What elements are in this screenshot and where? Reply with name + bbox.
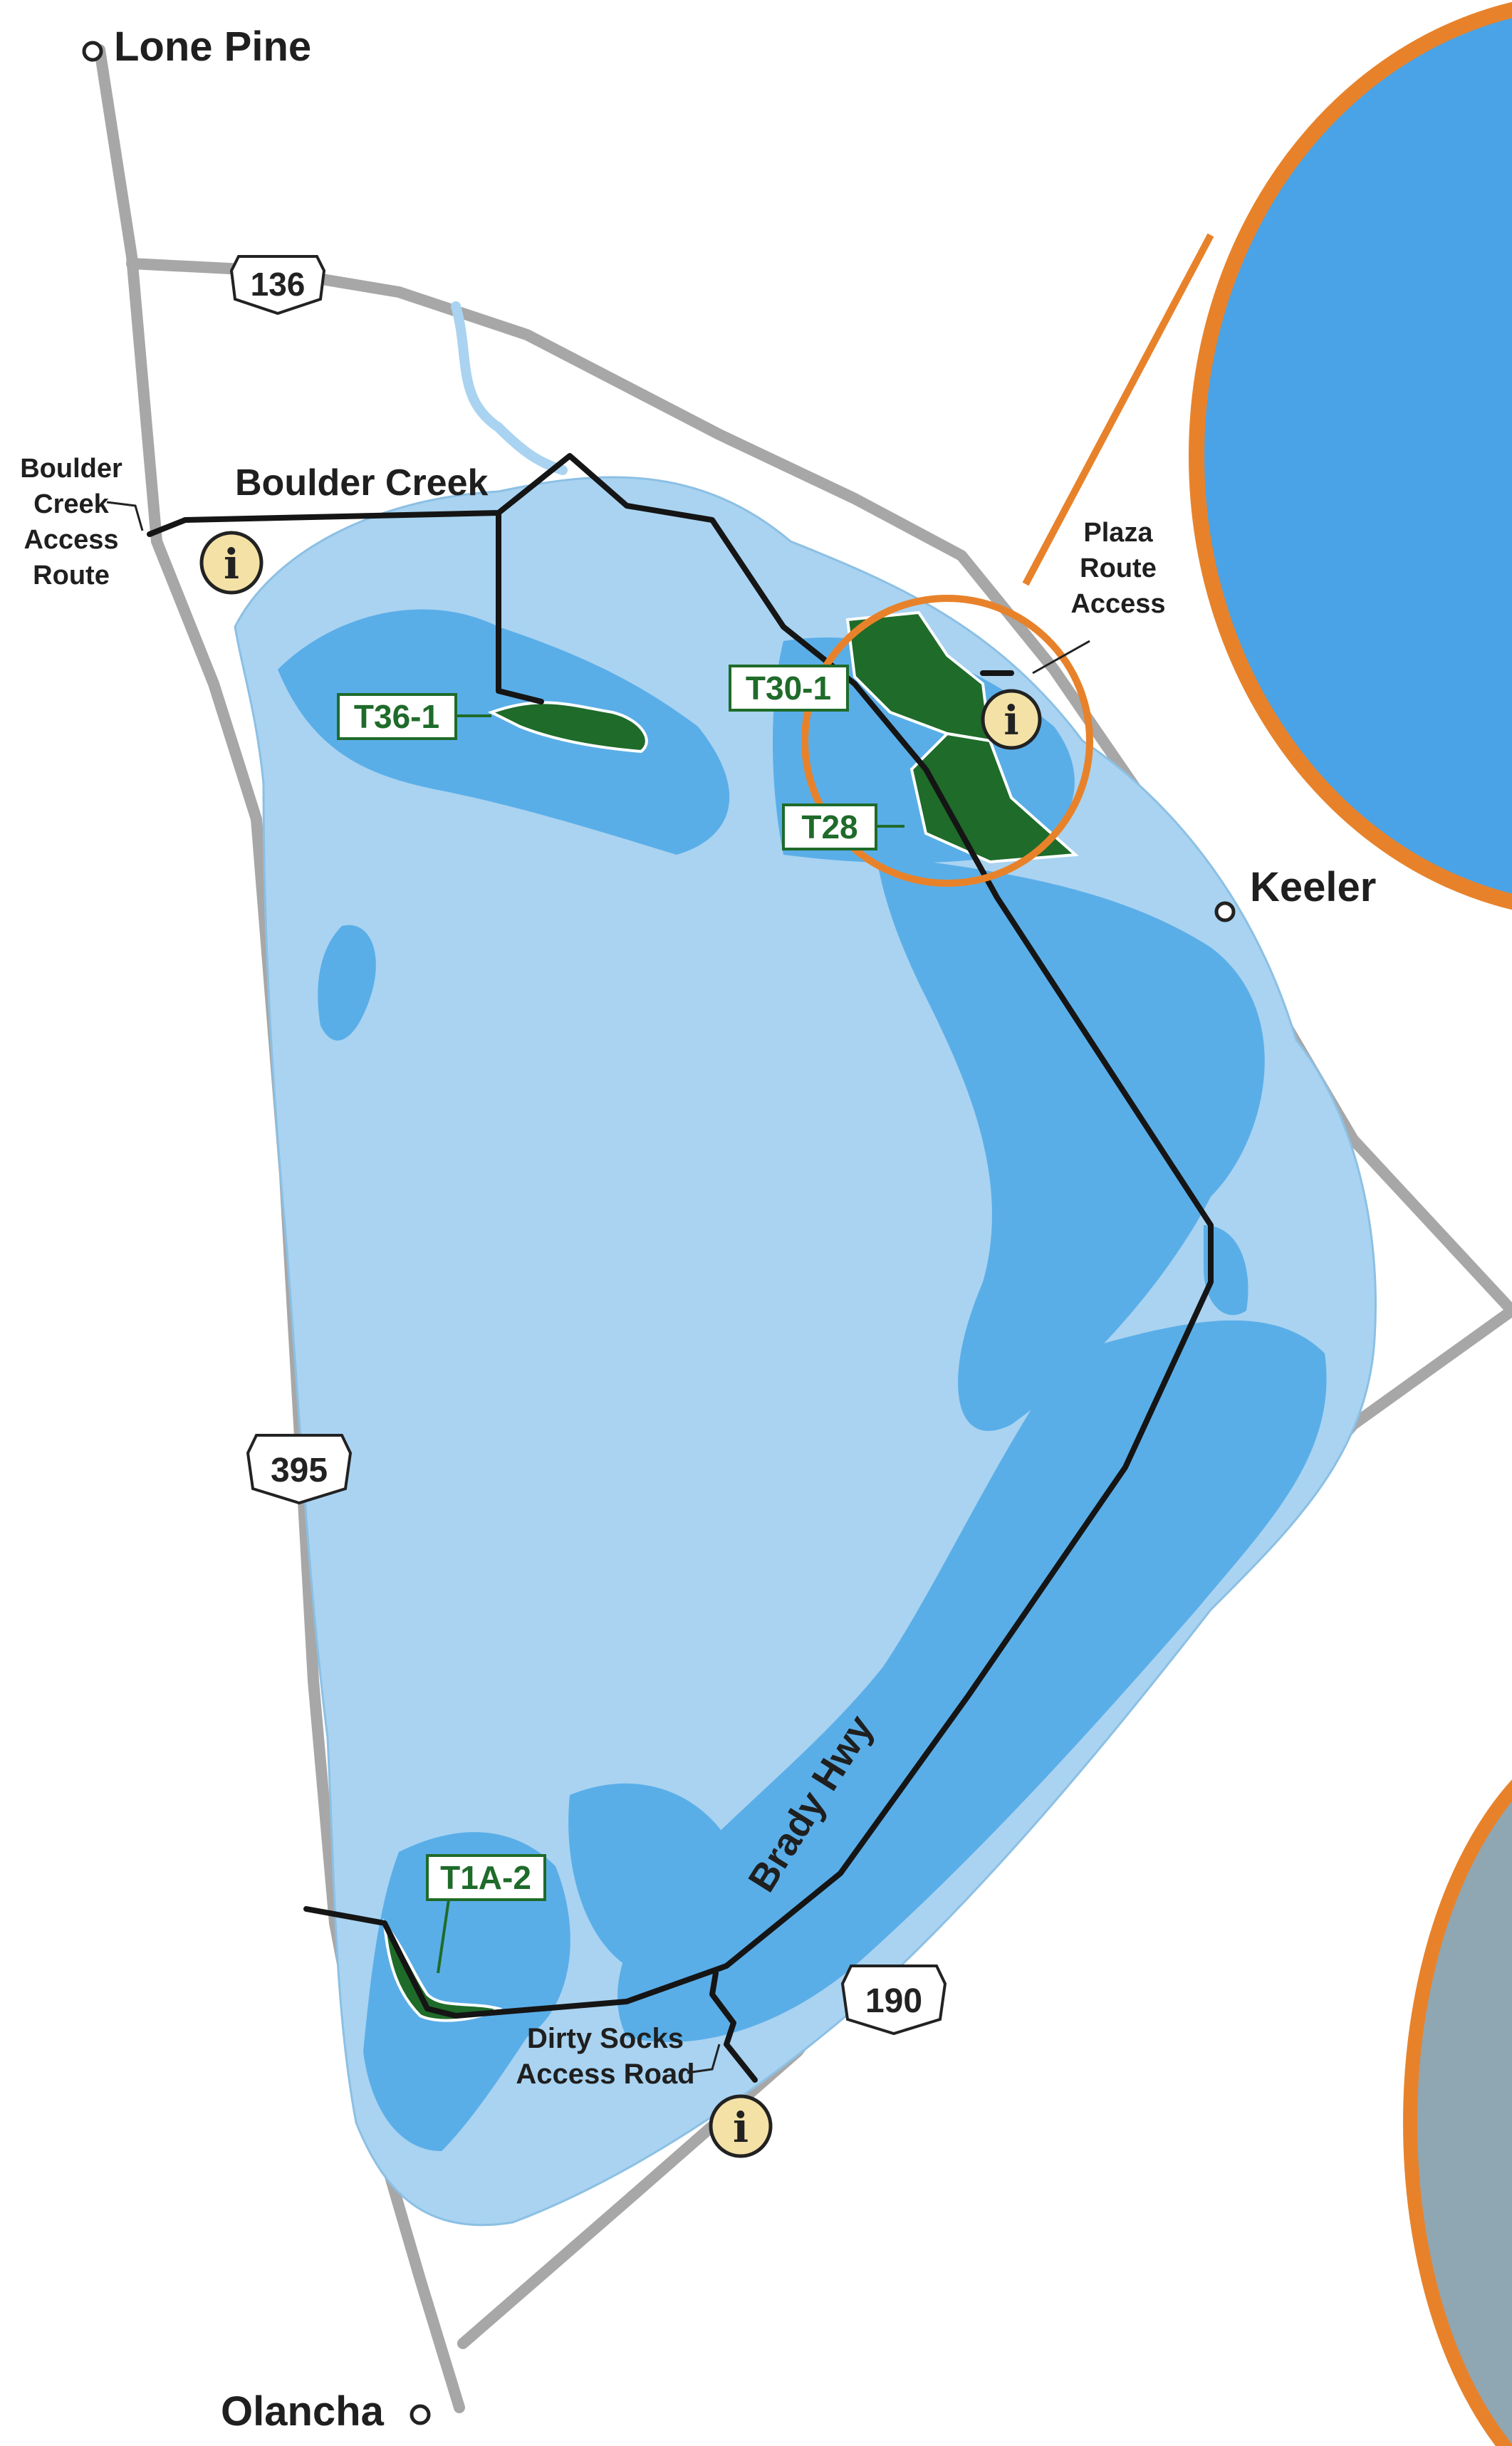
area-label-t28: T28	[782, 803, 904, 850]
label-dirty-socks-access: Dirty Socks Access Road	[516, 2023, 721, 2090]
svg-text:Boulder: Boulder	[20, 454, 122, 484]
inset-circle-top	[1189, 1, 1512, 910]
shield-label: 190	[865, 1982, 922, 2020]
svg-text:Route: Route	[33, 561, 110, 590]
area-t28-shape	[909, 732, 1079, 864]
svg-text:Plaza: Plaza	[1083, 518, 1153, 548]
svg-text:Creek: Creek	[33, 489, 109, 519]
svg-text:T36-1: T36-1	[354, 698, 439, 735]
svg-text:i: i	[1003, 697, 1018, 744]
boulder-creek-road-line	[147, 453, 1214, 2019]
leader-line	[1032, 640, 1090, 675]
info-icon[interactable]: i	[981, 689, 1042, 750]
town-label-keeler: Keeler	[1250, 864, 1376, 910]
svg-text:Access: Access	[1070, 589, 1165, 619]
black-roads	[147, 453, 1214, 2083]
info-icon[interactable]: i	[199, 531, 264, 595]
leader-line	[106, 501, 144, 531]
shield-us136: 136	[229, 255, 326, 316]
t36-spur-line	[496, 510, 544, 704]
area-label-t36-1: T36-1	[337, 693, 491, 740]
svg-text:i: i	[733, 2103, 749, 2152]
svg-text:Access: Access	[24, 525, 118, 555]
town-dot	[82, 41, 103, 62]
info-icon[interactable]: i	[709, 2094, 773, 2158]
shield-label: 136	[251, 266, 306, 303]
town-label-olancha: Olancha	[221, 2388, 385, 2435]
shield-us395: 395	[246, 1434, 353, 1505]
svg-text:Route: Route	[1080, 553, 1157, 583]
inset-connector-line	[1022, 233, 1214, 586]
leader-line	[687, 2044, 721, 2074]
shield-label: 395	[271, 1452, 328, 1489]
dirty-socks-spur-line	[709, 1970, 758, 2083]
inset-circle-bottom	[1403, 1779, 1512, 2446]
label-plaza-route-access: Plaza Route Access	[1032, 518, 1166, 675]
zoom-circle	[801, 595, 1093, 887]
svg-text:T1A-2: T1A-2	[440, 1859, 531, 1896]
svg-text:Access Road: Access Road	[516, 2059, 694, 2090]
area-t1a-2-shape	[382, 1918, 503, 2022]
town-label-lone-pine: Lone Pine	[114, 24, 311, 70]
area-label-t30-1: T30-1	[729, 665, 849, 712]
town-lone-pine: Lone Pine	[82, 24, 311, 70]
vegetation-areas	[382, 610, 1079, 2022]
svg-text:T30-1: T30-1	[746, 670, 831, 707]
area-t36-1-shape	[487, 701, 648, 754]
svg-text:T28: T28	[801, 808, 857, 845]
lake-inner	[278, 609, 1327, 2151]
town-keeler: Keeler	[1214, 864, 1376, 922]
town-olancha: Olancha	[221, 2388, 431, 2435]
svg-text:Dirty Socks: Dirty Socks	[527, 2023, 684, 2054]
road-label-boulder-creek: Boulder Creek	[235, 462, 489, 504]
town-dot	[1214, 901, 1236, 922]
area-label-t1a-2: T1A-2	[426, 1854, 546, 1974]
town-dot	[410, 2404, 431, 2425]
label-boulder-creek-access: Boulder Creek Access Route	[20, 454, 144, 590]
svg-text:i: i	[224, 540, 239, 588]
shield-us190: 190	[840, 1964, 947, 2036]
boulder-creek-stream	[451, 301, 568, 475]
